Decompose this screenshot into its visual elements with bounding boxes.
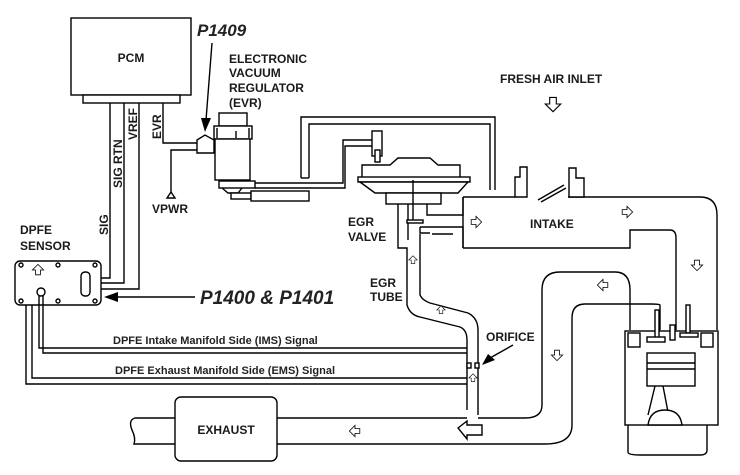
dpfe-label-line: SENSOR (20, 239, 71, 253)
fresh-air-inlet: FRESH AIR INLET (500, 72, 603, 113)
dpfe-signal-hoses: DPFE Intake Manifold Side (IMS) Signal D… (25, 296, 467, 385)
arrow-icon (104, 292, 118, 302)
p1400-p1401-code: P1400 & P1401 (200, 288, 334, 309)
engine-cylinder (624, 304, 719, 456)
p1409-code: P1409 (197, 21, 247, 40)
egr-tube: EGR TUBE (370, 234, 480, 415)
evr-label-line: (EVR) (229, 96, 262, 110)
vref-wire-label: VREF (126, 108, 140, 140)
egr-valve-label-line: VALVE (348, 230, 386, 244)
orifice-callout: ORIFICE (482, 330, 535, 365)
pcm-module: PCM (70, 17, 192, 104)
sig-rtn-wire-label: SIG RTN (111, 139, 125, 188)
egr-valve-label-line: EGR (348, 215, 374, 229)
orifice-label: ORIFICE (486, 330, 535, 344)
pcm-label: PCM (118, 51, 145, 65)
dpfe-label-line: DPFE (20, 223, 52, 237)
ems-signal-label: DPFE Exhaust Manifold Side (EMS) Signal (115, 365, 335, 377)
evr-wiring: EVR VPWR (150, 103, 197, 216)
evr-wire-label: EVR (150, 114, 164, 139)
arrow-icon (201, 118, 211, 132)
egr-valve: EGR VALVE (348, 157, 471, 251)
arrow-icon (482, 354, 495, 365)
evr-label-line: REGULATOR (229, 81, 304, 95)
vacuum-hoses (255, 116, 496, 190)
evr-label-line: VACUUM (229, 66, 281, 80)
airflow-arrow-icon (544, 96, 562, 113)
exhaust-muffler: EXHAUST (174, 396, 278, 462)
p1400-p1401-callout: P1400 & P1401 (104, 288, 334, 309)
egr-tube-label-line: TUBE (370, 290, 403, 304)
evr-label-line: ELECTRONIC (229, 52, 307, 66)
ims-signal-label: DPFE Intake Manifold Side (IMS) Signal (113, 335, 318, 347)
vpwr-label: VPWR (152, 202, 188, 216)
intake-label: INTAKE (530, 217, 574, 231)
fresh-air-inlet-label: FRESH AIR INLET (500, 72, 603, 86)
dpfe-sensor: DPFE SENSOR (14, 223, 102, 306)
p1409-callout: P1409 (197, 21, 247, 132)
egr-tube-label-line: EGR (370, 276, 396, 290)
exhaust-pipe (129, 271, 661, 445)
evr-label: ELECTRONIC VACUUM REGULATOR (EVR) (229, 52, 307, 110)
evr-solenoid (196, 112, 310, 202)
sig-wire-label: SIG (97, 214, 111, 235)
exhaust-label: EXHAUST (197, 423, 255, 437)
intake-manifold: INTAKE (462, 166, 718, 330)
vpwr-terminal-icon (165, 190, 177, 199)
